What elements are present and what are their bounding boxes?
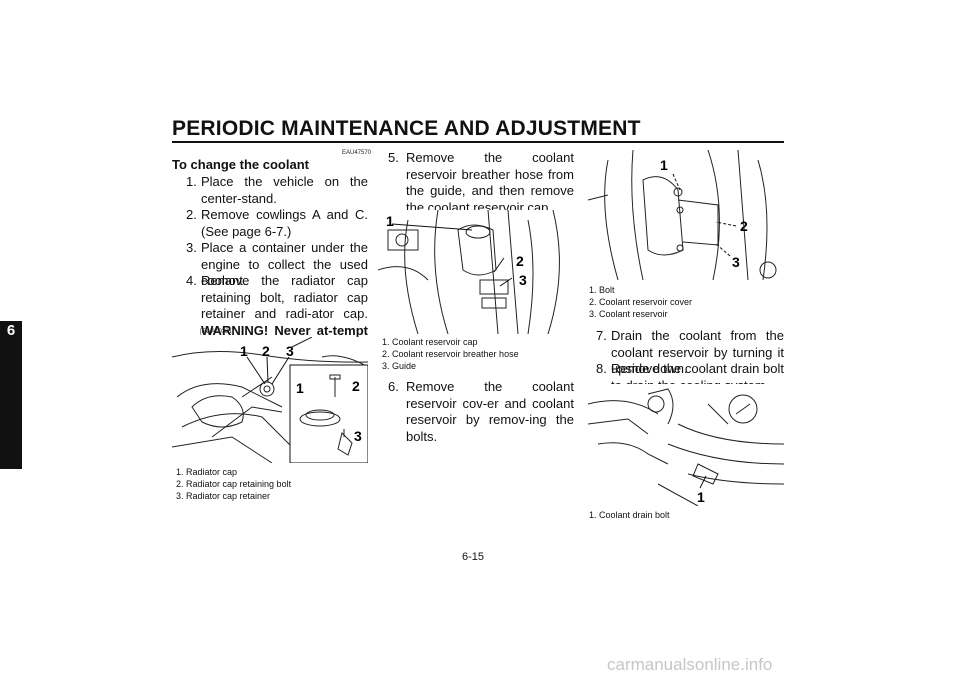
step-7: 7. Drain the coolant from the coolant re… xyxy=(596,328,784,376)
figure-2-captions: 1. Coolant reservoir cap 2. Coolant rese… xyxy=(382,337,519,372)
step-4-text: Remove the radiator cap retaining bolt, … xyxy=(201,273,368,321)
figure-3-label-3: 3 xyxy=(732,254,740,270)
step-3: 3. Place a container under the engine to… xyxy=(186,240,368,288)
step-1: 1. Place the vehicle on the center-stand… xyxy=(186,174,368,206)
warning-code: [EWA10381] xyxy=(200,329,234,335)
figure-1-label-3: 3 xyxy=(286,343,294,359)
page-title: PERIODIC MAINTENANCE AND ADJUSTMENT xyxy=(172,117,641,140)
coolant-reservoir-cap-figure: 1 2 3 xyxy=(378,210,574,334)
figure-2-label-1: 1 xyxy=(386,213,394,229)
title-rule xyxy=(172,141,784,143)
figure-2-label-2: 2 xyxy=(516,253,524,269)
coolant-drain-bolt-figure: 1 xyxy=(588,384,784,506)
figure-1-label-1: 1 xyxy=(240,343,248,359)
figure-3-captions: 1. Bolt 2. Coolant reservoir cover 3. Co… xyxy=(589,285,693,320)
section-heading: To change the coolant xyxy=(172,157,309,172)
figure-2-label-3: 3 xyxy=(519,272,527,288)
step-6: 6. Remove the coolant reservoir cov-er a… xyxy=(388,379,574,444)
figure-3-label-2: 2 xyxy=(740,218,748,234)
coolant-reservoir-figure: 1 2 3 xyxy=(588,150,784,280)
watermark: carmanualsonline.info xyxy=(607,655,773,674)
figure-4-captions: 1. Coolant drain bolt xyxy=(589,510,670,520)
radiator-cap-figure: 1 2 3 1 2 3 xyxy=(172,337,368,463)
figure-3-label-1: 1 xyxy=(660,157,668,173)
figure-1-inset-label-2: 2 xyxy=(352,378,360,394)
chapter-tab-number: 6 xyxy=(6,322,16,339)
chapter-tab xyxy=(0,321,22,469)
section-code: EAU47570 xyxy=(342,150,372,156)
step-2: 2. Remove cowlings A and C. (See page 6-… xyxy=(186,207,368,239)
figure-4-label-1: 1 xyxy=(697,489,705,505)
page-number: 6-15 xyxy=(462,551,485,563)
figure-1-inset-label-3: 3 xyxy=(354,428,362,444)
figure-1-label-2: 2 xyxy=(262,343,270,359)
figure-1-inset-label-1: 1 xyxy=(296,380,304,396)
figure-1-captions: 1. Radiator cap 2. Radiator cap retainin… xyxy=(176,467,292,502)
step-5: 5. Remove the coolant reservoir breather… xyxy=(388,150,574,215)
